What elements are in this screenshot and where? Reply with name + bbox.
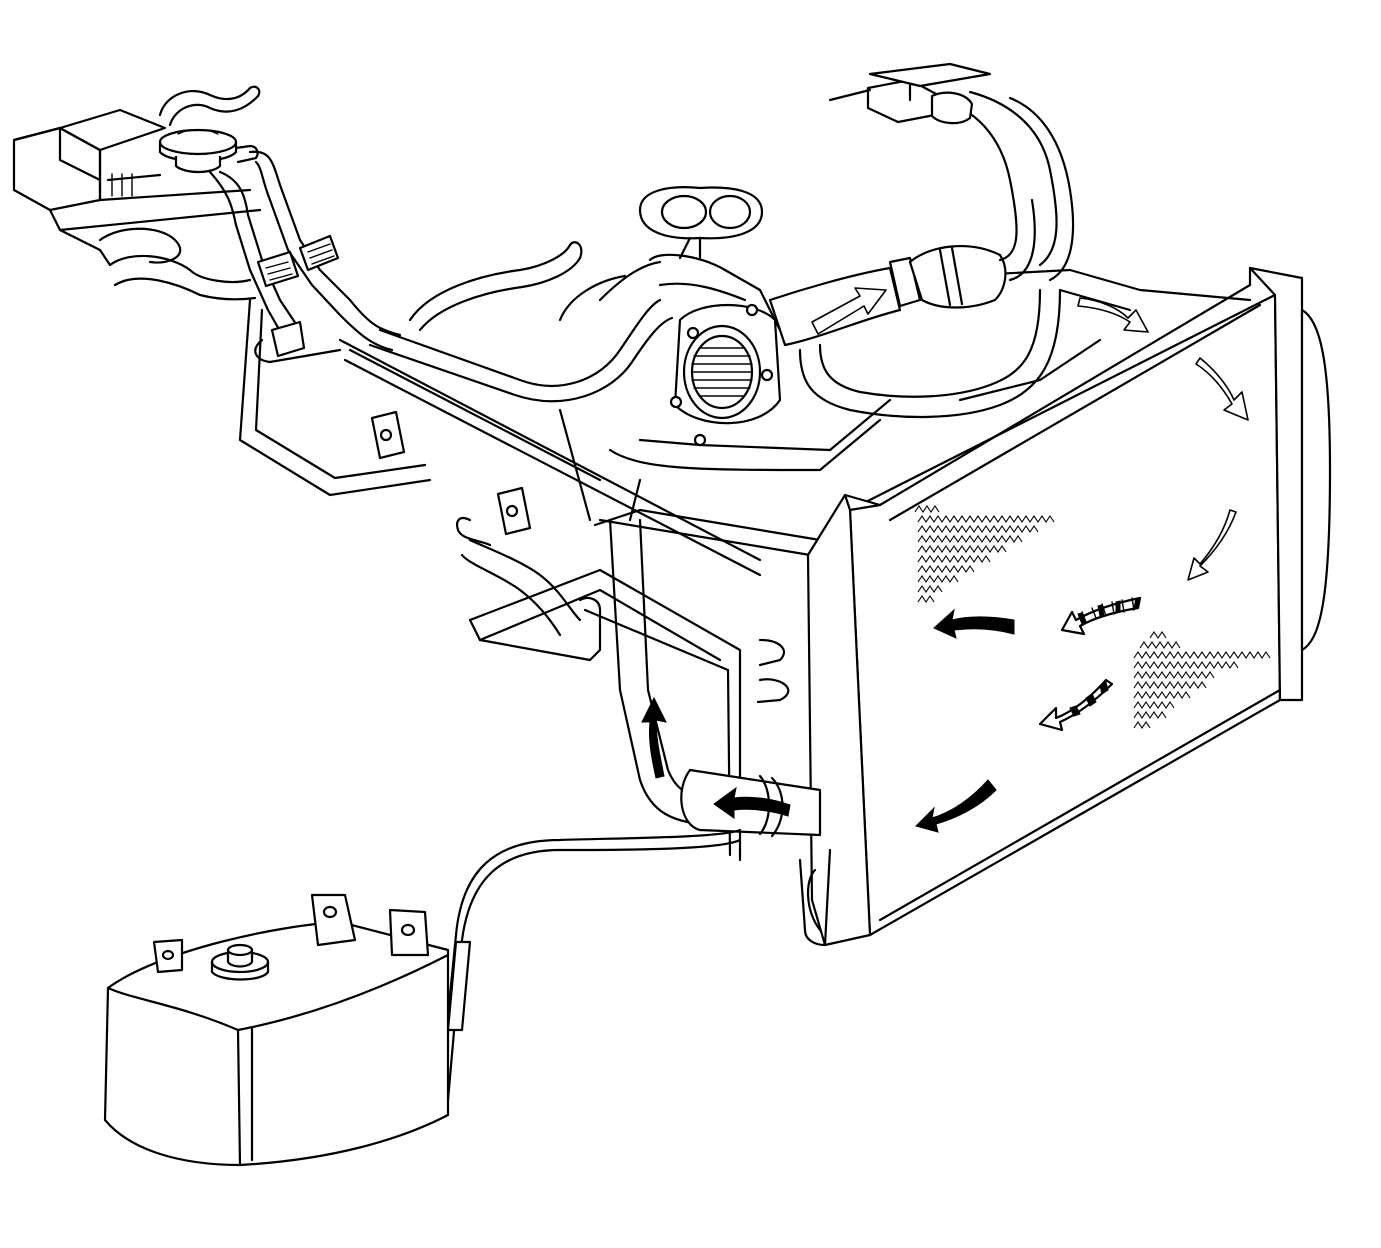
heater-lower-hoses: [98, 227, 257, 301]
radiator-cap-icon: [158, 128, 259, 174]
thermostat-housing-icon: [638, 186, 764, 260]
reservoir-icon: [103, 893, 450, 1167]
radiator-icon: [798, 266, 1332, 947]
radiator-hot-flow-arrows: [915, 608, 1015, 833]
cooler-lines: [338, 338, 790, 862]
radiator-cooled-flow-arrows: [1077, 297, 1249, 581]
lower-radiator-hose: [608, 518, 822, 838]
overflow-tube: [430, 828, 742, 1122]
bypass-hoses: [368, 241, 674, 403]
radiator-hatched-flow-arrows: [1038, 596, 1142, 732]
heater-core-icon: [12, 108, 262, 252]
coolant-flow-arrow-outline: [811, 287, 887, 335]
top-right-fitting: [828, 62, 992, 125]
upper-radiator-hose: [768, 90, 1075, 419]
heater-inlet-hose: [158, 85, 261, 127]
water-pump-icon: [648, 253, 782, 447]
heater-hoses: [208, 150, 402, 358]
